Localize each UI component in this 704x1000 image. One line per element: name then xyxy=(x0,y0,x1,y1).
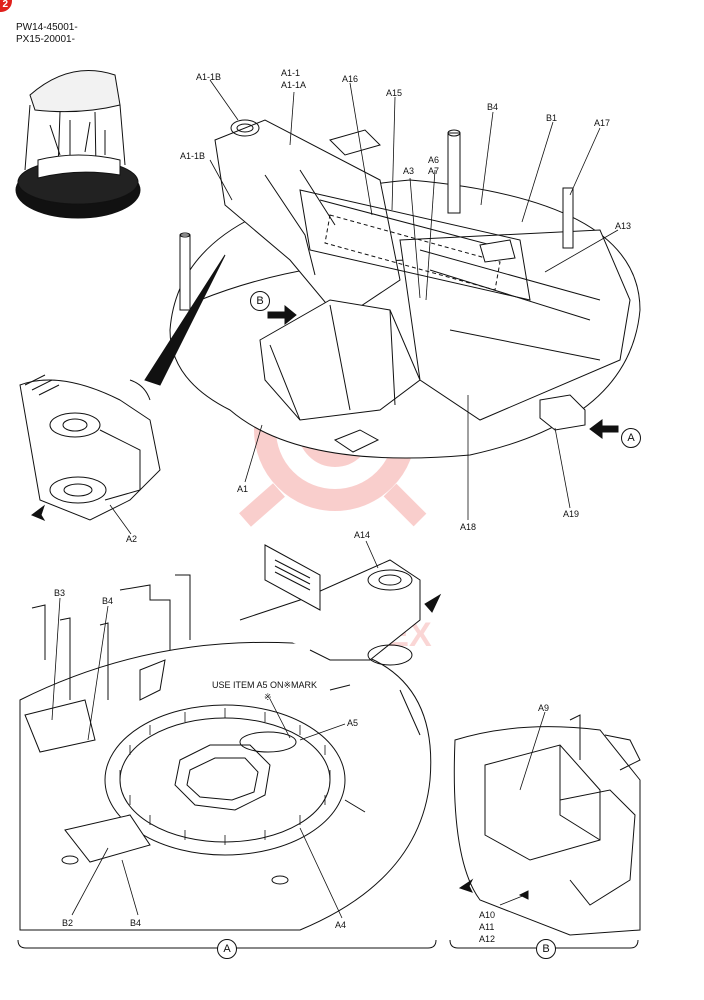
view-a-marker: A xyxy=(621,428,641,448)
callout-a1-1b-top: A1-1B xyxy=(196,72,222,82)
view-direction-arrows xyxy=(31,304,619,893)
callout-a2: A2 xyxy=(126,534,138,544)
callout-a19: A19 xyxy=(563,509,580,519)
view-b-bracket xyxy=(453,714,641,936)
callout-a3: A3 xyxy=(403,166,415,176)
callout-b4-left: B4 xyxy=(102,596,114,606)
detail-a2-swing-bracket xyxy=(19,374,161,521)
callout-a1: A1 xyxy=(237,484,249,494)
callout-b2: B2 xyxy=(62,918,74,928)
view-b-marker: B xyxy=(250,291,270,311)
callout-a15: A15 xyxy=(386,88,403,98)
callout-a9: A9 xyxy=(538,703,550,713)
callout-a1-1a: A1-1A xyxy=(281,80,307,90)
callout-a1-1: A1-1 xyxy=(281,68,301,78)
callout-a1-1b-left: A1-1B xyxy=(180,151,206,161)
callout-a14: A14 xyxy=(354,530,371,540)
callout-b4-top: B4 xyxy=(487,102,499,112)
callout-b1: B1 xyxy=(546,113,558,123)
model-serial-1: PW14-45001- xyxy=(16,22,78,33)
callout-a7: A7 xyxy=(428,166,440,176)
note-reference-mark: ※ xyxy=(264,692,272,702)
callout-a4: A4 xyxy=(335,920,347,930)
view-b-caption: B xyxy=(536,939,556,959)
main-revolving-frame xyxy=(144,119,641,459)
callout-b3: B3 xyxy=(54,588,66,598)
callout-a16: A16 xyxy=(342,74,359,84)
callout-b4-bottom: B4 xyxy=(130,918,142,928)
callout-a6: A6 xyxy=(428,155,440,165)
callout-a12: A12 xyxy=(479,934,496,944)
callout-a11: A11 xyxy=(479,922,495,932)
callout-a5: A5 xyxy=(347,718,359,728)
inset-cab-overview xyxy=(15,70,141,219)
view-a-floor-plate xyxy=(19,544,432,931)
model-serial-2: PX15-20001- xyxy=(16,34,75,45)
view-a-caption: A xyxy=(217,939,237,959)
callout-a18: A18 xyxy=(460,522,477,532)
callout-a10: A10 xyxy=(479,910,496,920)
callout-a13: A13 xyxy=(615,221,632,231)
assembly-note: USE ITEM A5 ON※MARK xyxy=(212,680,318,690)
view-underlines xyxy=(17,939,639,949)
callout-leader-lines xyxy=(51,79,619,919)
callout-a17: A17 xyxy=(594,118,611,128)
